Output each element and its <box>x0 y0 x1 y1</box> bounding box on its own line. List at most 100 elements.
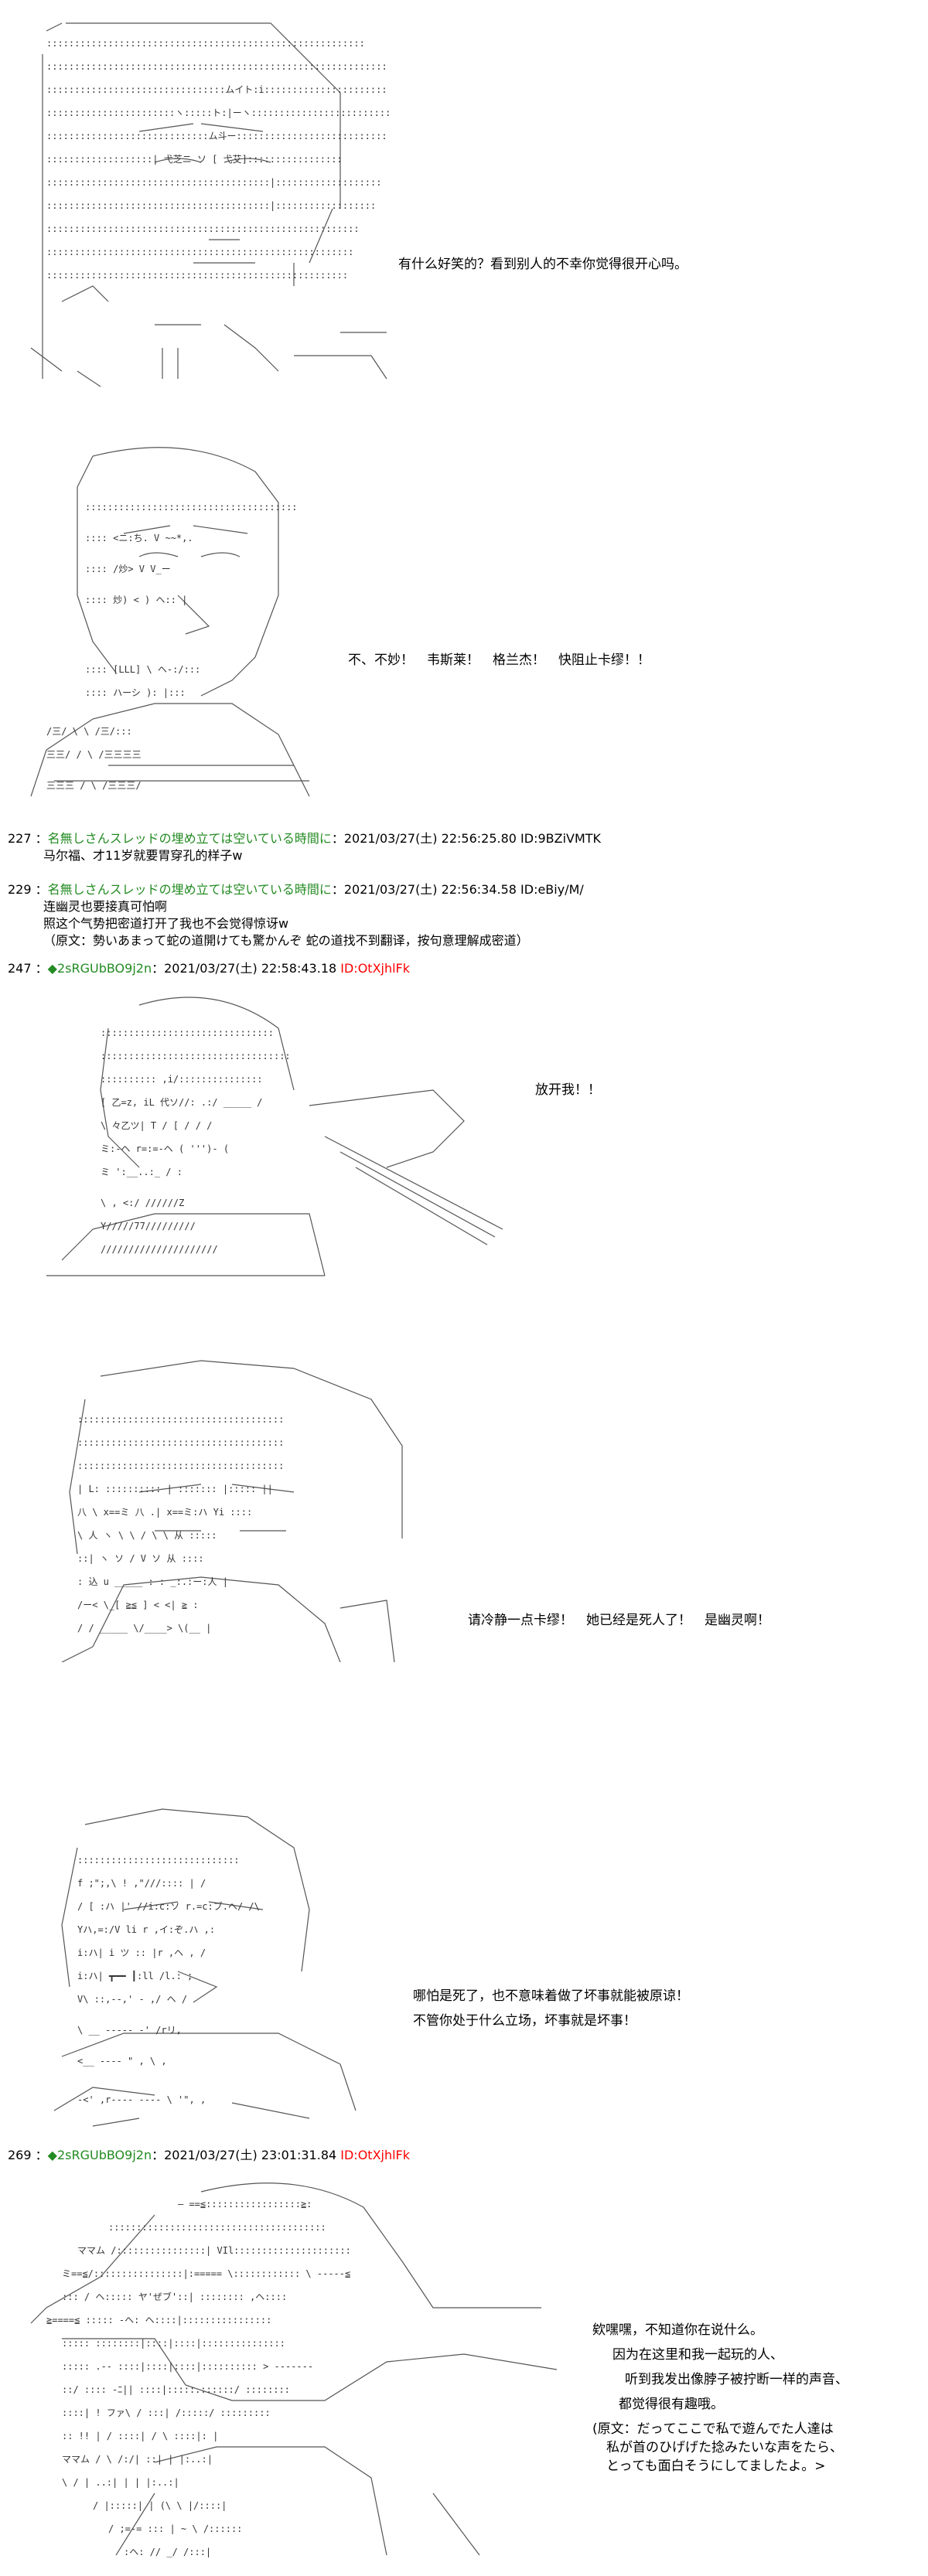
svg-text:/ |:::::| | (\ \ |/::::|: / |:::::| | (\ \ |/::::| <box>93 2500 227 2511</box>
svg-text:/ [ :ハ |' //i:c:ソ r.=c:ブ.へ/: / [ :ハ |' //i:c:ソ r.=c:ブ.へ/ /\ <box>77 1900 260 1912</box>
svg-text:::::::::::::::::::::::::::::::: ::::::::::::::::::::::::::::::: <box>101 1027 274 1038</box>
svg-text:::::: ::::::::|::::|::::|:::::: ::::: ::::::::|::::|::::|::::::::::::::: <box>62 2338 285 2349</box>
post-line: 照这个气势把密道打开了我也不会觉得惊讶w <box>43 916 289 931</box>
post-number[interactable]: 227 <box>8 831 32 846</box>
post-author: ◆2sRGUbBO9j2n <box>47 961 152 976</box>
svg-text:ミ==≦/::::::::::::::::|:=====: ミ==≦/::::::::::::::::|:===== \::::::::::… <box>62 2268 350 2279</box>
dialog-panel-6: 欸嘿嘿，不知道你在说什么。 因为在这里和我一起玩的人、 听到我发出像脖子被拧断一… <box>592 2318 848 2475</box>
post-id[interactable]: ID:OtXjhlFk <box>340 2148 411 2162</box>
post-number[interactable]: 247 <box>8 961 32 976</box>
svg-text:::/ :::: -ﾆ|| ::::|:::::.::::: ::/ :::: -ﾆ|| ::::|:::::.::::::/ :::::::… <box>62 2384 290 2395</box>
svg-text:Y/////77/////////: Y/////77///////// <box>101 1221 196 1232</box>
svg-text:::::::::::::::::::::::::::::::: ::::::::::::::::::::::::::::::::ムイト:i:::… <box>46 84 387 95</box>
svg-text:Yハ,=:/V li r ,イ:ぞ.ハ ,:: Yハ,=:/V li r ,イ:ぞ.ハ ,: <box>77 1924 215 1935</box>
svg-text:三三三 / \ /三三三/: 三三三 / \ /三三三/ <box>46 780 142 791</box>
ascii-art-panel-2-svg: :::::::::::::::::::::::::::::::::::::: :… <box>30 447 310 797</box>
svg-text:三三/ / \ /三三三三: 三三/ / \ /三三三三 <box>46 749 142 760</box>
svg-text:: 込 u _____ : : _:.:ー:人 |: : 込 u _____ : : _:.:ー:人 | <box>77 1576 228 1587</box>
dialog-line: 不管你处于什么立场，坏事就是坏事！ <box>413 2013 636 2029</box>
svg-text::::: /炒> V V_ー: :::: /炒> V V_ー <box>85 564 171 574</box>
dialog-line: とっても面白そうにしてましたよ。> <box>606 2458 826 2474</box>
ascii-art-panel-4-svg: ::::::::::::::::::::::::::::::::::::: ::… <box>61 1360 403 1662</box>
dialog-panel-4: 请冷静一点卡缪！ 她已经是死人了！ 是幽灵啊！ <box>468 1608 770 1633</box>
dialog-line: 不、不妙！ 韦斯莱！ 格兰杰！ 快阻止卡缪！！ <box>348 653 650 668</box>
svg-text::::: 炒) < ) ヘ:: |: :::: 炒) < ) ヘ:: | <box>85 595 187 605</box>
svg-text::::::::::::::::::::| 弋芝ニ ソ [: :::::::::::::::::::| 弋芝ニ ソ [ 弋艾]::::::::… <box>46 153 343 165</box>
svg-text:/三/ \ \ /三/:::: /三/ \ \ /三/::: <box>46 726 132 737</box>
dialog-panel-1: 有什么好笑的？看到别人的不幸你觉得很开心吗。 <box>398 252 687 277</box>
svg-text:ミ ':__..:_ / :: ミ ':__..:_ / : <box>101 1167 183 1177</box>
svg-text:<__ ---- " , \ ,: <__ ---- " , \ , <box>77 2056 167 2067</box>
svg-text::ヘ: // _/ /:::|: :ヘ: // _/ /:::| <box>124 2547 211 2557</box>
svg-text:/ー< \_[ ≧≦ ] < <| ≧ :: /ー< \_[ ≧≦ ] < <| ≧ : <box>77 1600 199 1610</box>
svg-text::::: <ニ:ち. V ~~*,.: :::: <ニ:ち. V ~~*,. <box>85 533 193 543</box>
post-header-227: 227 ：名無しさんスレッドの埋め立ては空いている時間に：2021/03/27(… <box>8 831 602 846</box>
svg-text::::::::::::::::::::::::::::::: ::::::::::::::::::::::::::::: <box>77 1855 240 1866</box>
ascii-art-panel-3: ::::::::::::::::::::::::::::::: ::::::::… <box>0 982 928 1291</box>
svg-text::::::::::::::::::::::::ヽ:::::ト: :::::::::::::::::::::::ヽ:::::ト:|ーヽ::::::… <box>46 107 391 118</box>
svg-text:| L: :::::::::: | ::::::: |:: | L: :::::::::: | ::::::: |::::: || <box>77 1484 273 1494</box>
svg-text:::::::::::::::::::::::::::::::: :::::::::::::::::::::::::::::::::: <box>101 1051 291 1061</box>
ascii-art-panel-5-svg: ::::::::::::::::::::::::::::: f ;";,\ ! … <box>53 1808 357 2127</box>
ascii-art-panel-3-svg: ::::::::::::::::::::::::::::::: ::::::::… <box>46 997 503 1276</box>
post-body-229: 连幽灵也要接真可怕啊 照这个气势把密道打开了我也不会觉得惊讶w （原文：勢いあま… <box>43 898 529 949</box>
post-author: 名無しさんスレッドの埋め立ては空いている時間に <box>47 831 332 846</box>
dialog-line: 听到我发出像脖子被拧断一样的声音、 <box>625 2372 848 2387</box>
post-header-269: 269 ：◆2sRGUbBO9j2n：2021/03/27(土) 23:01:3… <box>8 2148 411 2162</box>
post-meta: ：2021/03/27(土) 23:01:31.84 <box>152 2148 341 2162</box>
post-number[interactable]: 269 <box>8 2148 32 2162</box>
svg-text:/ ;=-= ::: | ~ \ /:::::: / ;=-= ::: | ~ \ /:::::: <box>108 2523 242 2534</box>
svg-text:\ , <:/ //////Z: \ , <:/ //////Z <box>101 1198 184 1208</box>
post-header-229: 229 ：名無しさんスレッドの埋め立ては空いている時間に：2021/03/27(… <box>8 882 584 897</box>
svg-text::: !! | / ::::| / \ ::::|: :: !! | / ::::| / \ ::::|: | <box>62 2431 218 2441</box>
svg-text:::::: .-- ::::|::::|::::|:::::: ::::: .-- ::::|::::|::::|:::::::::: > --… <box>62 2361 313 2372</box>
dialog-panel-5: 哪怕是死了，也不意味着做了坏事就能被原谅！ 不管你处于什么立场，坏事就是坏事！ <box>413 1984 689 2033</box>
svg-text:::::::::::::::::::::::::::::::: :::::::::::::::::::::::::::::::::::::: <box>85 502 298 513</box>
dialog-line: 有什么好笑的？看到别人的不幸你觉得很开心吗。 <box>398 257 687 272</box>
ascii-art-panel-4: ::::::::::::::::::::::::::::::::::::: ::… <box>0 1353 928 1662</box>
dialog-line: 放开我！！ <box>535 1082 601 1098</box>
svg-text::::: ハーシ ): |:::: :::: ハーシ ): |::: <box>85 687 186 698</box>
svg-text:i:ハ| i ツ :: |r ,ヘ , /: i:ハ| i ツ :: |r ,ヘ , / <box>77 1947 206 1958</box>
svg-text:::::::::::::::::::::::::::::::: ::::::::::::::::::::::::::::::::::::::::… <box>46 177 381 188</box>
svg-text:\ / | ..:| | | |:..:|: \ / | ..:| | | |:..:| <box>62 2477 179 2488</box>
svg-text::::: [LLL] \ ヘ-:/:::: :::: [LLL] \ ヘ-:/::: <box>85 664 200 675</box>
svg-text:\ __ ----- -' /rリ,: \ __ ----- -' /rリ, <box>77 2025 182 2036</box>
post-number[interactable]: 229 <box>8 882 32 897</box>
post-line: 马尔福、才11岁就要胃穿孔的样子w <box>43 848 243 863</box>
svg-text:::::::::::::::::::::::::::::::: ::::::::::::::::::::::::::::::::::::: <box>77 1414 284 1425</box>
svg-text:\ 人 ヽ \ \ / \ \ 从 :::::: \ 人 ヽ \ \ / \ \ 从 ::::: <box>77 1530 217 1541</box>
svg-text:::::::::::::::::::::::::::::::: ::::::::::::::::::::::::::::::::::::: <box>77 1437 284 1448</box>
post-line: 连幽灵也要接真可怕啊 <box>43 899 168 914</box>
post-id[interactable]: ID:OtXjhlFk <box>340 961 411 976</box>
svg-text:[ 乙=z, iL 代ソ//: .:/ _____ /: [ 乙=z, iL 代ソ//: .:/ _____ / <box>101 1097 262 1108</box>
ascii-art-panel-1-svg: ::::::::::::::::::::::::::::::::::::::::… <box>30 22 391 387</box>
svg-text://///////////////////: ///////////////////// <box>101 1244 218 1255</box>
svg-text:::::::::::::::::::::::::::::::: ::::::::::::::::::::::::::::::::::::::::… <box>46 200 376 211</box>
post-line: （原文：勢いあまって蛇の道開けても驚かんぞ 蛇の道找不到翻译，按句意理解成密道） <box>43 933 529 948</box>
post-meta: ：2021/03/27(土) 22:58:43.18 <box>152 961 341 976</box>
svg-text:::::::::::::::::::::::::::::::: ::::::::::::::::::::::::::::::::::::::::… <box>46 270 348 281</box>
svg-text:≧====≦ ::::: -ヘ: ヘ::::|:::::: ≧====≦ ::::: -ヘ: ヘ::::|:::::::::::::::: <box>46 2315 271 2326</box>
post-body-227: 马尔福、才11岁就要胃穿孔的样子w <box>43 847 242 864</box>
post-author: 名無しさんスレッドの埋め立ては空いている時間に <box>47 882 332 897</box>
post-header-247: 247 ：◆2sRGUbBO9j2n：2021/03/27(土) 22:58:4… <box>8 961 411 976</box>
svg-text:::::| ! ファ\ / :::| /:::::/: ::::| ! ファ\ / :::| /:::::/ ::::::::: <box>62 2407 271 2418</box>
ascii-art-panel-2: :::::::::::::::::::::::::::::::::::::: :… <box>0 441 928 812</box>
svg-text:八 \ x==ミ 八 .| x==ミ:ハ Yi :::: 八 \ x==ミ 八 .| x==ミ:ハ Yi :::: <box>77 1507 252 1518</box>
dialog-line: 哪怕是死了，也不意味着做了坏事就能被原谅！ <box>413 1988 689 2004</box>
post-author: ◆2sRGUbBO9j2n <box>47 2148 152 2162</box>
svg-text:i:ハ| ┳━━ ┃:ll /l.: ;: i:ハ| ┳━━ ┃:ll /l.: ; <box>77 1970 193 1982</box>
dialog-panel-3: 放开我！！ <box>535 1078 601 1102</box>
dialog-line: 欸嘿嘿，不知道你在说什么。 <box>592 2322 763 2338</box>
post-meta: ：2021/03/27(土) 22:56:34.58 ID:eBiy/M/ <box>331 882 584 897</box>
svg-text:f ;";,\ ! ,"///:::: | /: f ;";,\ ! ,"///:::: | / <box>77 1878 206 1889</box>
ascii-art-panel-5: ::::::::::::::::::::::::::::: f ;";,\ ! … <box>0 1801 928 2134</box>
dialog-panel-2: 不、不妙！ 韦斯莱！ 格兰杰！ 快阻止卡缪！！ <box>348 648 650 673</box>
dialog-line: 都觉得很有趣哦。 <box>619 2397 724 2412</box>
svg-text:::::::::::::::::::::::::::::::: ::::::::::::::::::::::::::::::::::::::: <box>108 2222 326 2233</box>
ascii-art-panel-6: — ==≦:::::::::::::::::≧: :::::::::::::::… <box>0 2169 928 2571</box>
svg-text:ミ:-ヘ r=:=-ヘ ( ''')- (: ミ:-ヘ r=:=-ヘ ( ''')- ( <box>101 1143 229 1154</box>
ascii-art-panel-6-svg: — ==≦:::::::::::::::::≧: :::::::::::::::… <box>30 2182 558 2557</box>
svg-text:— ==≦:::::::::::::::::≧:: — ==≦:::::::::::::::::≧: <box>178 2199 312 2210</box>
